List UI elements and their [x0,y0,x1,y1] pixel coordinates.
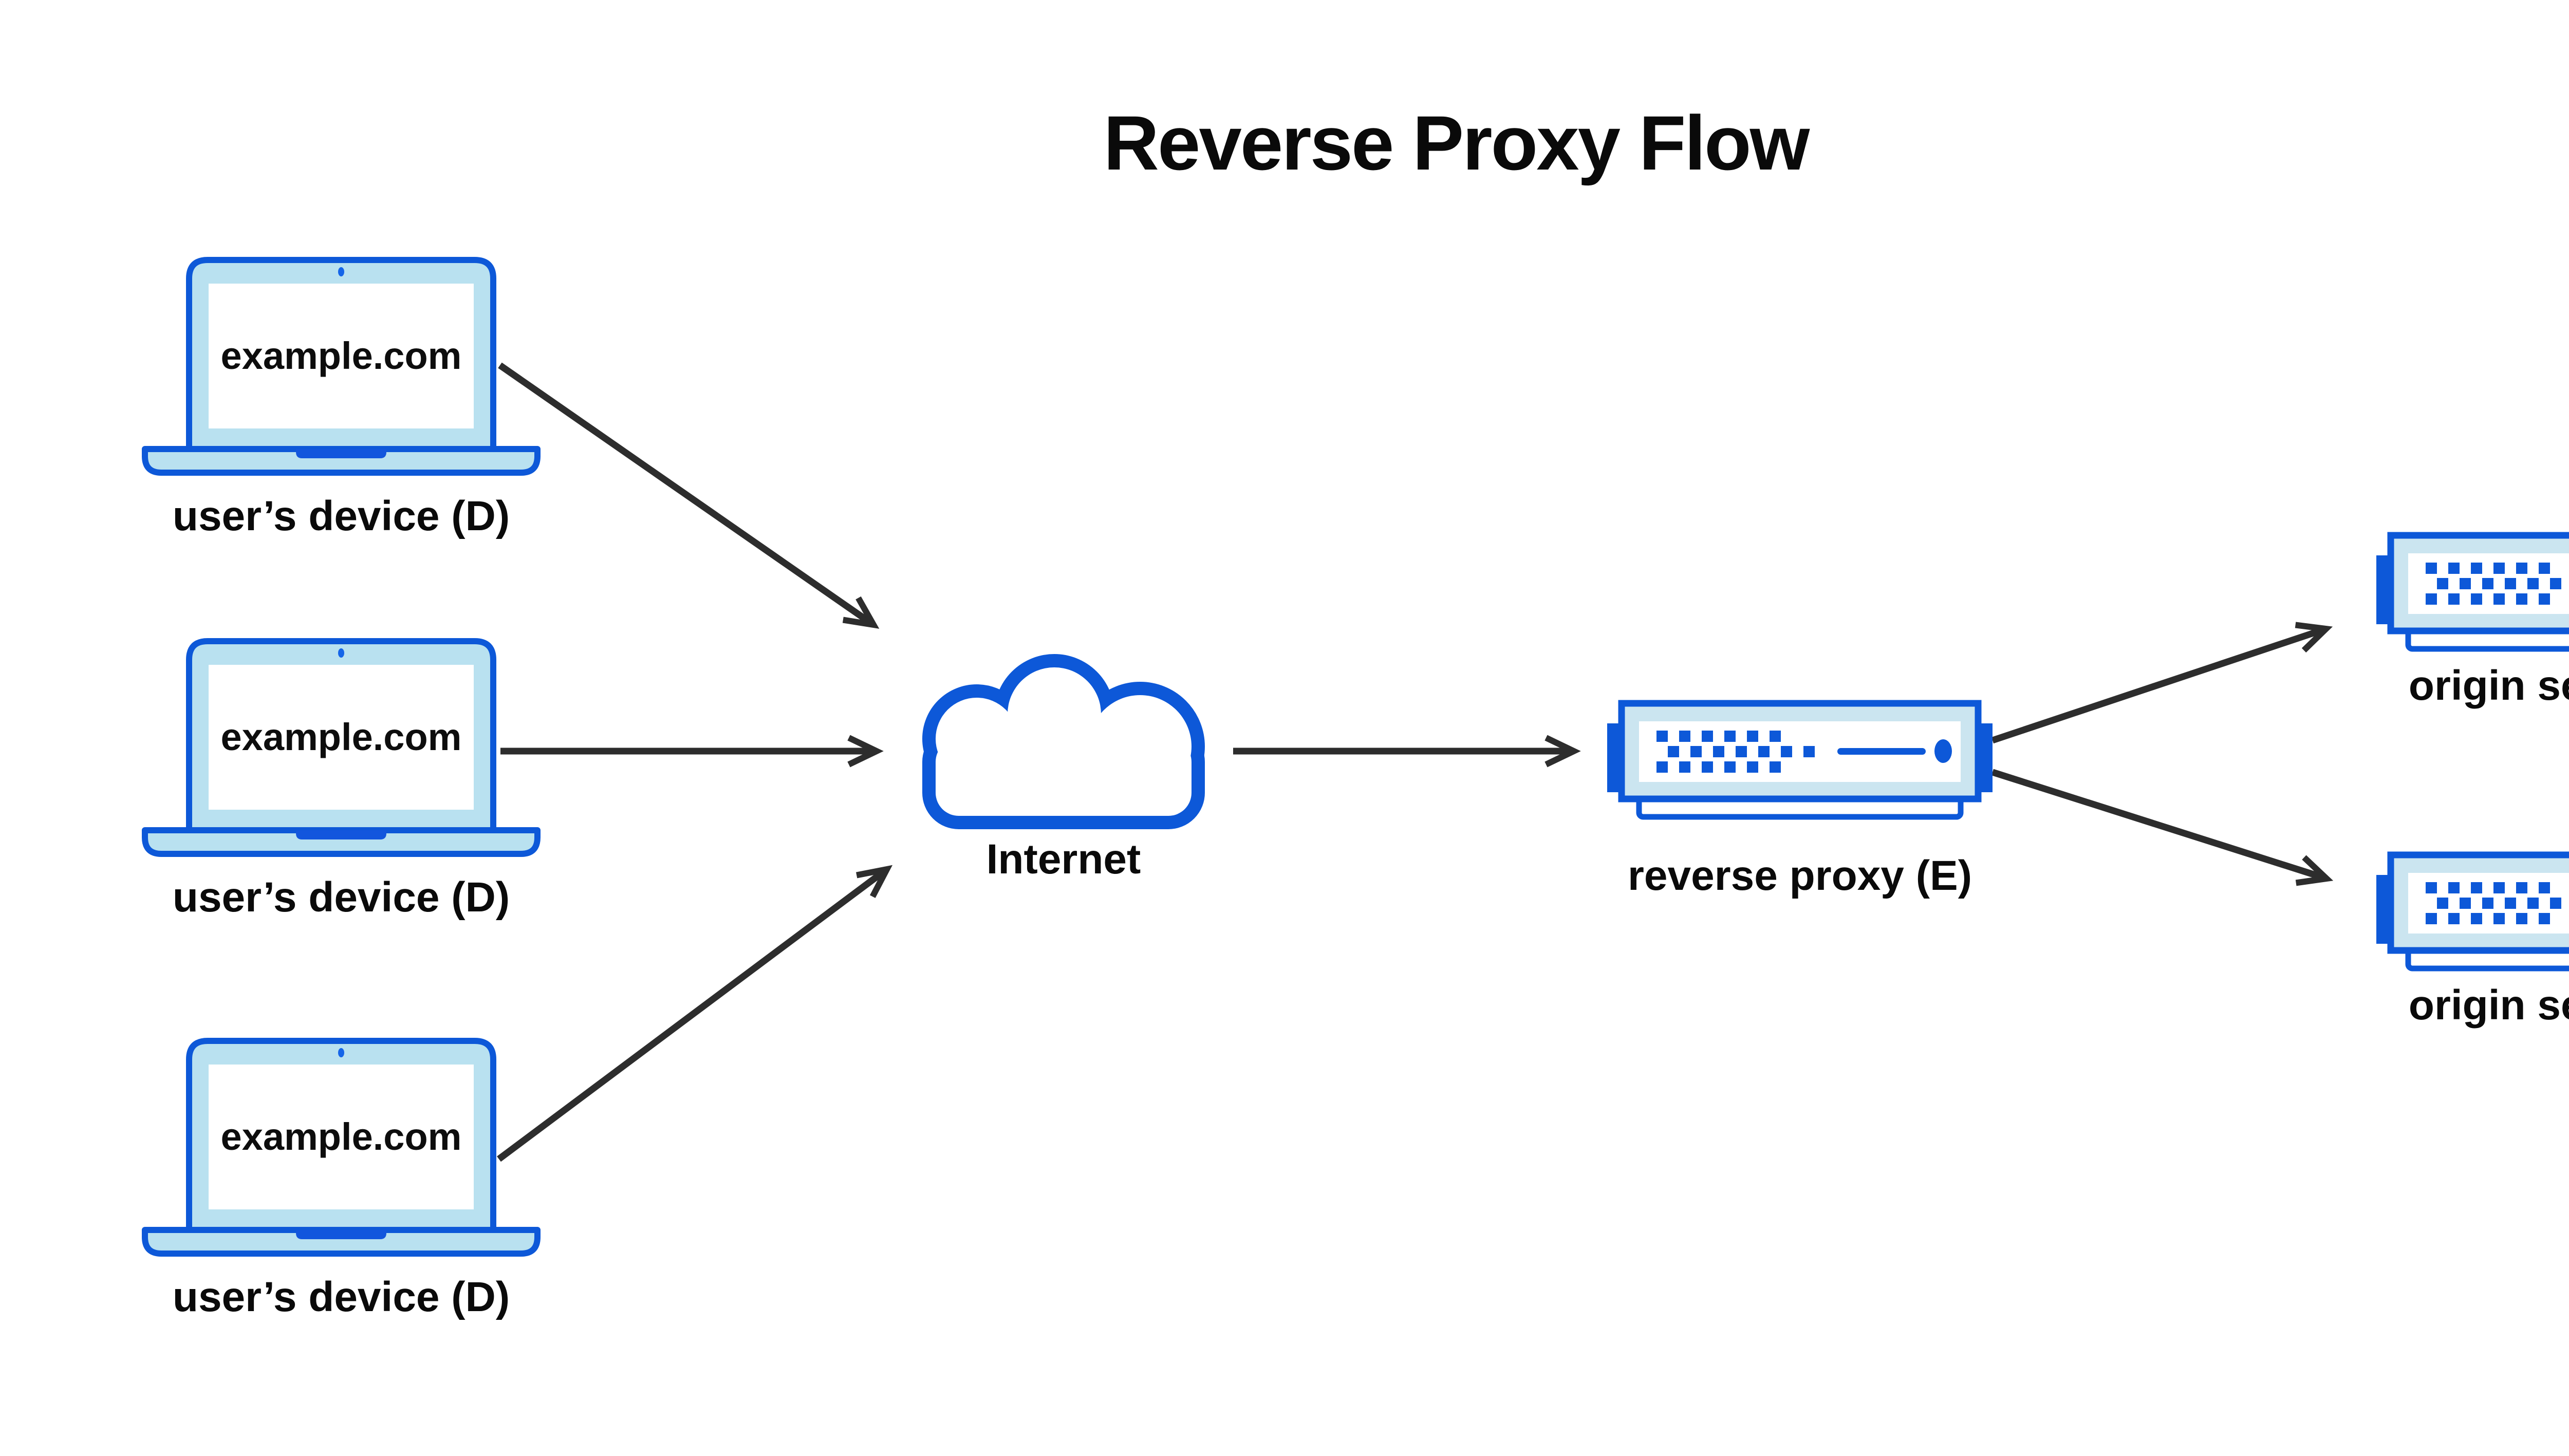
device-1-label: user’s device (D) [172,493,510,539]
origin-server-1-label: origin server (F) [2408,662,2569,709]
device-2-screen-url: example.com [220,716,462,758]
internet-label: Internet [986,836,1141,883]
origin-server-node-2: origin server (F) [2376,851,2569,1057]
reverse-proxy-label: reverse proxy (E) [1627,852,1972,899]
device-node-2: example.com user’s device (D) [141,633,542,951]
internet-node: Internet [915,646,1213,934]
diagram-title: Reverse Proxy Flow [1103,100,1810,186]
device-3-screen-url: example.com [220,1115,462,1158]
reverse-proxy-node: reverse proxy (E) [1607,700,1993,931]
cloud-icon [915,646,1213,836]
device-1-screen-url: example.com [220,334,462,377]
device-2-label: user’s device (D) [172,874,510,921]
origin-server-2-label: origin server (F) [2408,982,2569,1029]
device-node-1: example.com user’s device (D) [141,252,542,570]
device-node-3: example.com user’s device (D) [141,1033,542,1351]
server-icon [2376,851,2569,975]
device-3-label: user’s device (D) [172,1274,510,1320]
server-icon [2376,532,2569,655]
server-icon [1607,700,1993,823]
origin-server-node-1: origin server (F) [2376,532,2569,737]
